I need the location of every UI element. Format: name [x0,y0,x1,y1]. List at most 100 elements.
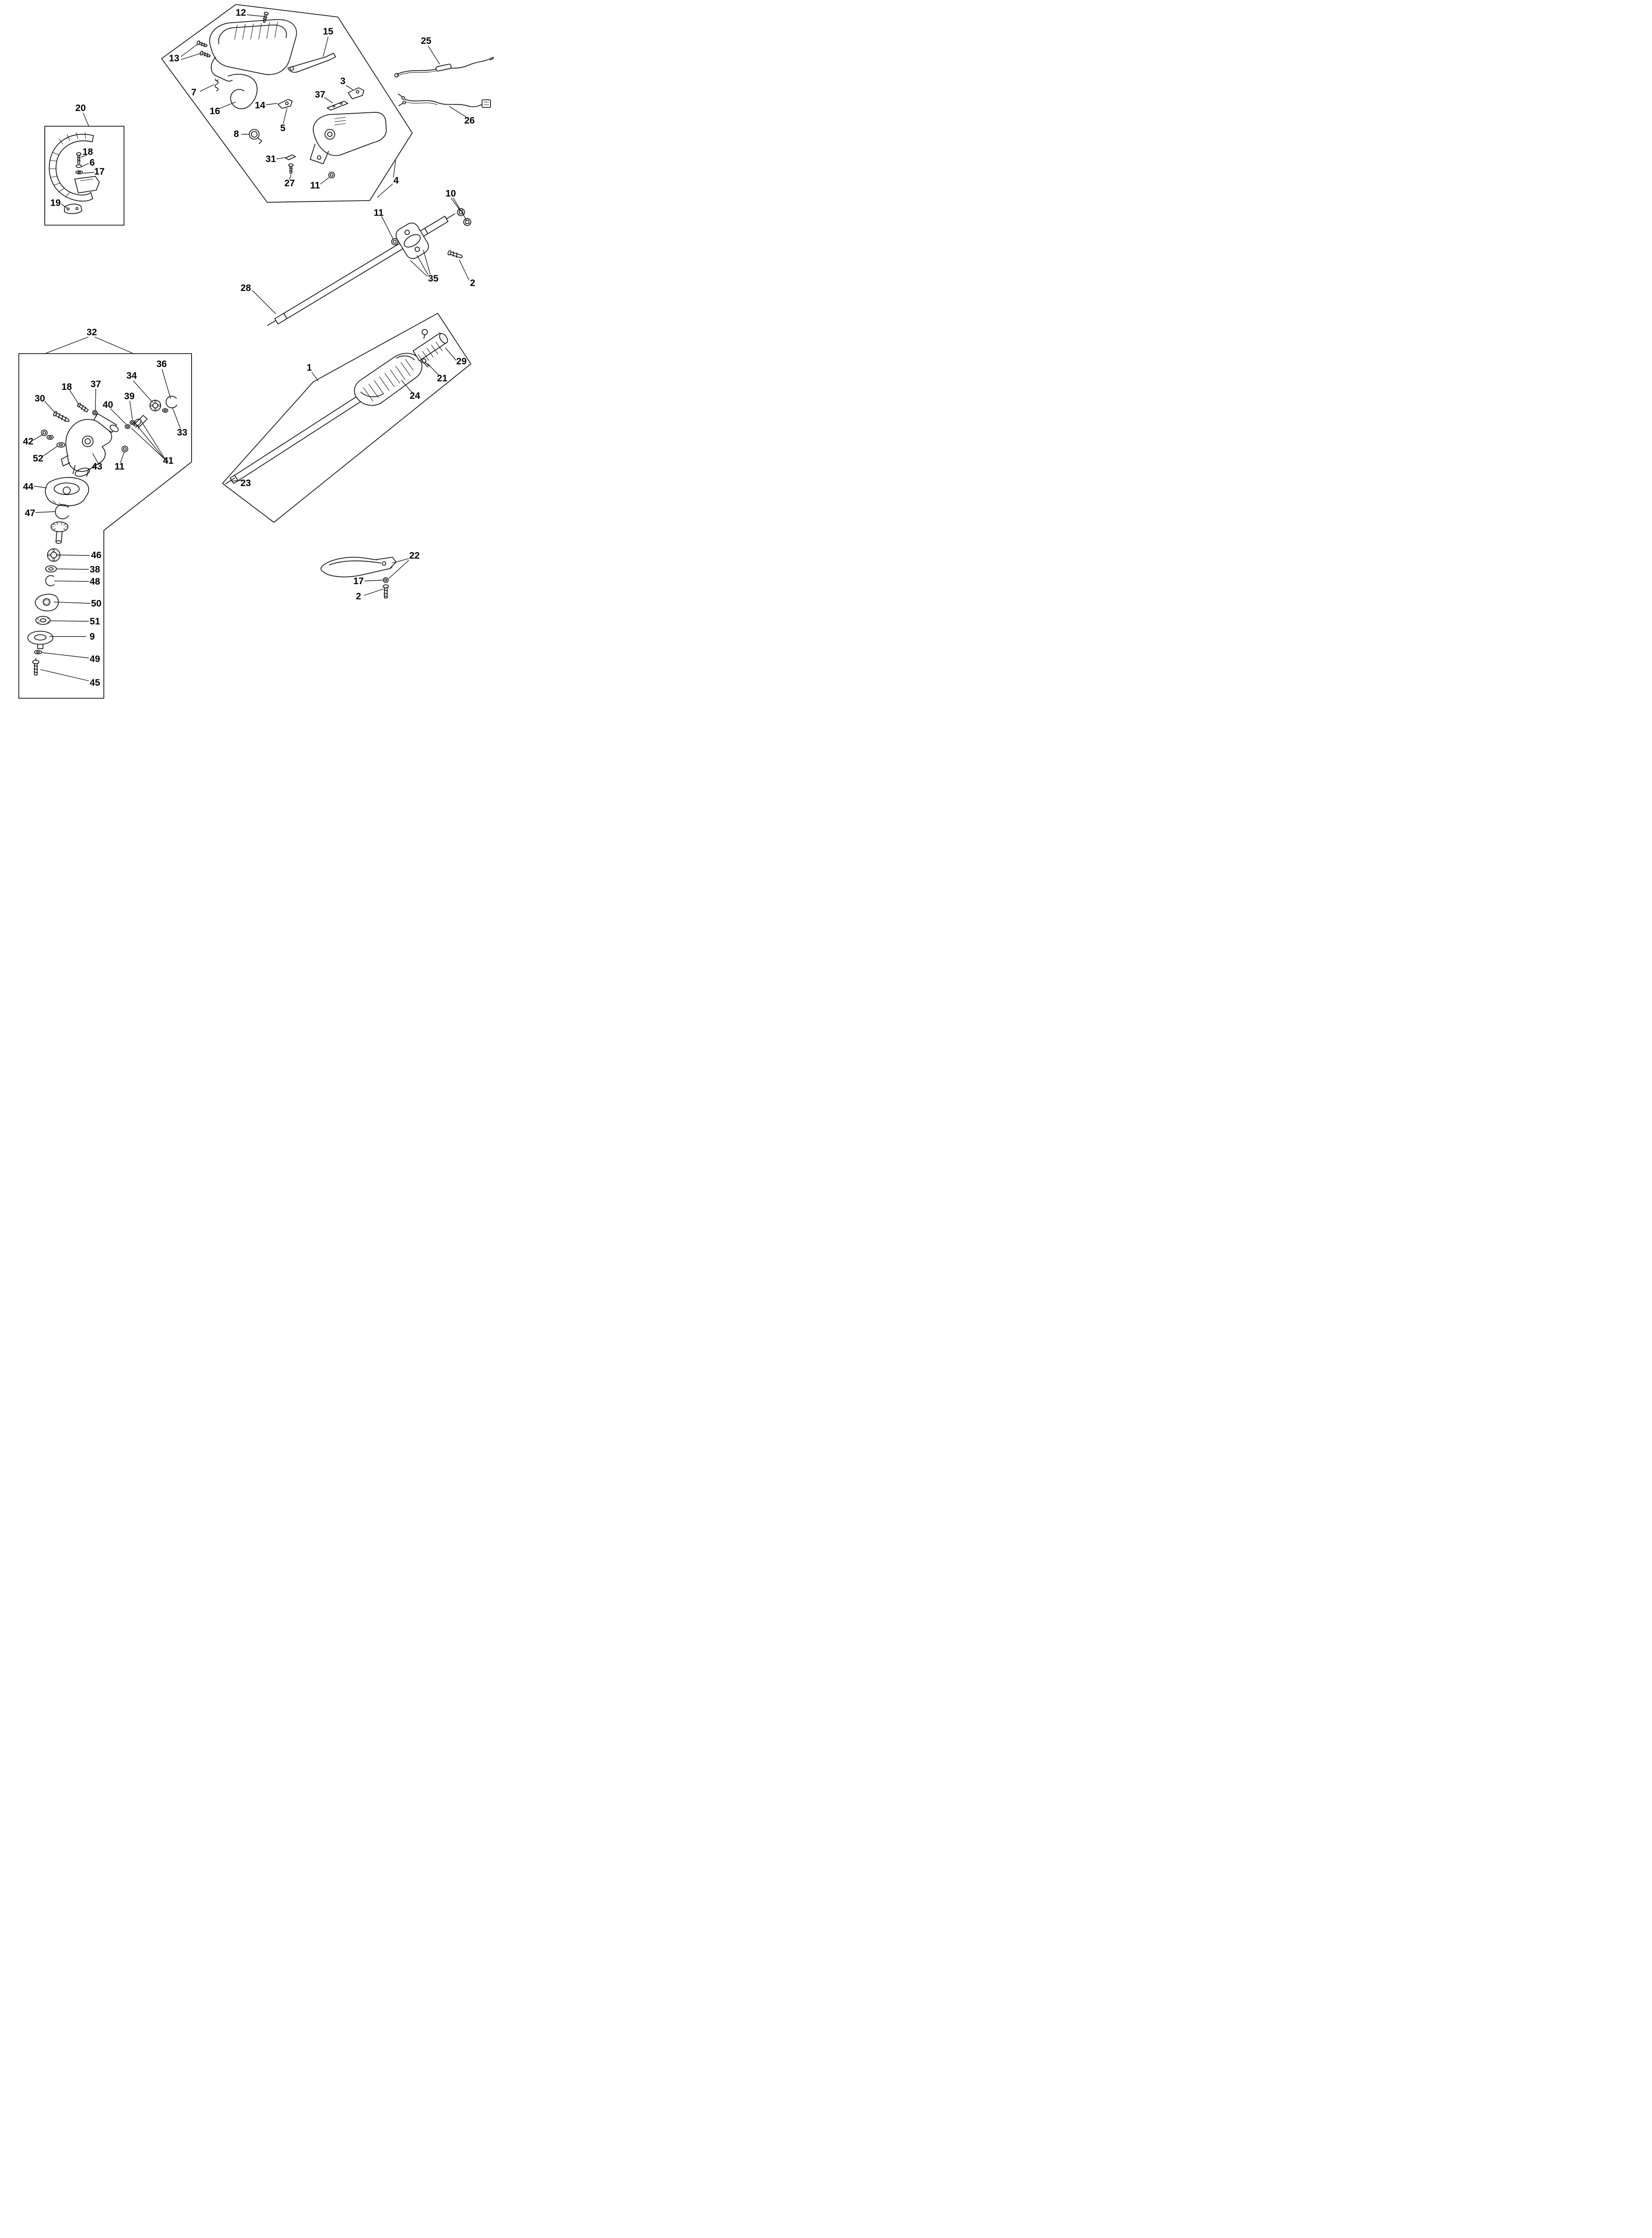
part-label-41: 41 [163,456,174,466]
cup-9 [27,631,54,649]
part-label-44: 44 [23,482,34,492]
part-label-37: 37 [315,90,325,100]
part-label-14: 14 [255,100,265,111]
lever-14 [277,99,293,109]
part-label-33: 33 [177,427,188,438]
part-label-12: 12 [235,8,246,18]
part-label-16: 16 [209,106,220,116]
front-handle [209,19,297,82]
part-label-23: 23 [240,478,251,488]
part-31 [285,154,296,160]
part-label-50: 50 [91,598,102,609]
diagram-canvas [18,4,494,699]
part-label-31: 31 [265,154,276,164]
part-label-13: 13 [169,53,179,64]
washer-33 [162,408,168,413]
snap-ring-36 [166,396,177,409]
part-label-6: 6 [90,158,95,168]
part-label-30: 30 [34,393,45,404]
shaft-stub [424,214,455,234]
part-label-22: 22 [409,551,420,561]
washer-6 [76,164,82,168]
screw-12-icon [263,12,269,23]
part-label-52: 52 [33,453,43,464]
rear-handle-housing-4 [310,112,387,164]
bevel-housing-43 [61,413,119,477]
bolt-2-guard-icon [383,584,389,598]
stop-switch-3 [348,87,364,99]
cable-clamp-8 [249,129,262,144]
part-label-46: 46 [91,550,102,560]
washer-49 [34,650,42,654]
knurled-nuts-10 [457,208,471,226]
part-label-36: 36 [156,359,167,369]
bolt-washer-42 [41,429,54,440]
leader-lines [33,14,470,681]
part-label-2: 2 [470,278,475,288]
throttle-trigger-16 [228,73,258,109]
washer-37-gearbox [92,410,98,415]
wiring-harness-26 [398,94,491,108]
shaft-clamp-35 [395,222,429,259]
part-label-2b: 2 [356,591,361,602]
head-housing-50 [34,594,59,611]
part-label-1: 1 [307,363,312,373]
loop-handle-20 [49,132,100,202]
part-label-28: 28 [240,283,251,293]
bevel-gear-shaft [51,521,68,544]
bearing-46 [47,548,60,562]
coupler-29 [413,329,448,364]
part-label-25: 25 [421,36,431,46]
handle-clamp-19 [64,204,82,214]
washer-17-handle [75,170,83,175]
part-label-20: 20 [75,103,86,113]
nut-11-shaft [391,238,398,245]
part-label-15: 15 [323,26,333,37]
screw-2-shaft-icon [448,250,463,259]
part-label-21: 21 [437,373,448,384]
housing-cup-44 [45,477,90,507]
screw-18-handle-icon [76,152,81,164]
nut-11-top [328,171,335,179]
screws-13-icon [196,40,211,58]
exploded-parts-diagram: 12 13 15 25 7 16 14 5 3 37 26 20 18 6 17… [0,0,495,700]
part-label-10: 10 [445,188,456,199]
part-label-39: 39 [124,391,135,401]
snap-ring-48 [45,575,55,586]
part-label-35: 35 [428,273,439,284]
lower-shaft-tube [225,385,377,484]
part-label-17: 17 [94,167,105,177]
part-label-26: 26 [464,115,475,126]
part-label-5: 5 [280,123,286,133]
part-label-47: 47 [25,508,35,518]
bolt-45-icon [32,658,39,675]
part-label-45: 45 [90,678,100,688]
snap-ring-47 [55,504,69,520]
washer-52 [56,442,65,448]
nut-11-gearbox [121,445,128,453]
part-label-49: 49 [90,654,100,664]
screw-30-icon [53,411,70,422]
part-label-18: 18 [82,147,93,157]
top-assembly-boundary [161,4,413,203]
part-label-7: 7 [191,87,196,98]
washer-38 [45,565,57,572]
part-label-29: 29 [456,356,467,367]
bearing-34 [149,400,161,411]
part-label-3: 3 [340,76,346,86]
part-label-43: 43 [92,461,102,472]
guard-blade-22 [320,557,397,577]
plate-37-top [327,101,348,111]
part-label-8: 8 [234,129,239,139]
washer-17-guard [383,577,389,583]
pinion-shaft-group [124,415,148,430]
part-label-11: 11 [310,180,320,191]
part-label-4: 4 [393,175,399,186]
screw-18-gearbox-icon [77,402,89,413]
part-label-17b: 17 [353,576,364,586]
spring-7 [214,79,219,91]
part-label-11c: 11 [114,461,125,472]
screw-21-icon [421,358,430,367]
part-label-40: 40 [102,400,113,410]
screw-27-icon [288,163,294,174]
